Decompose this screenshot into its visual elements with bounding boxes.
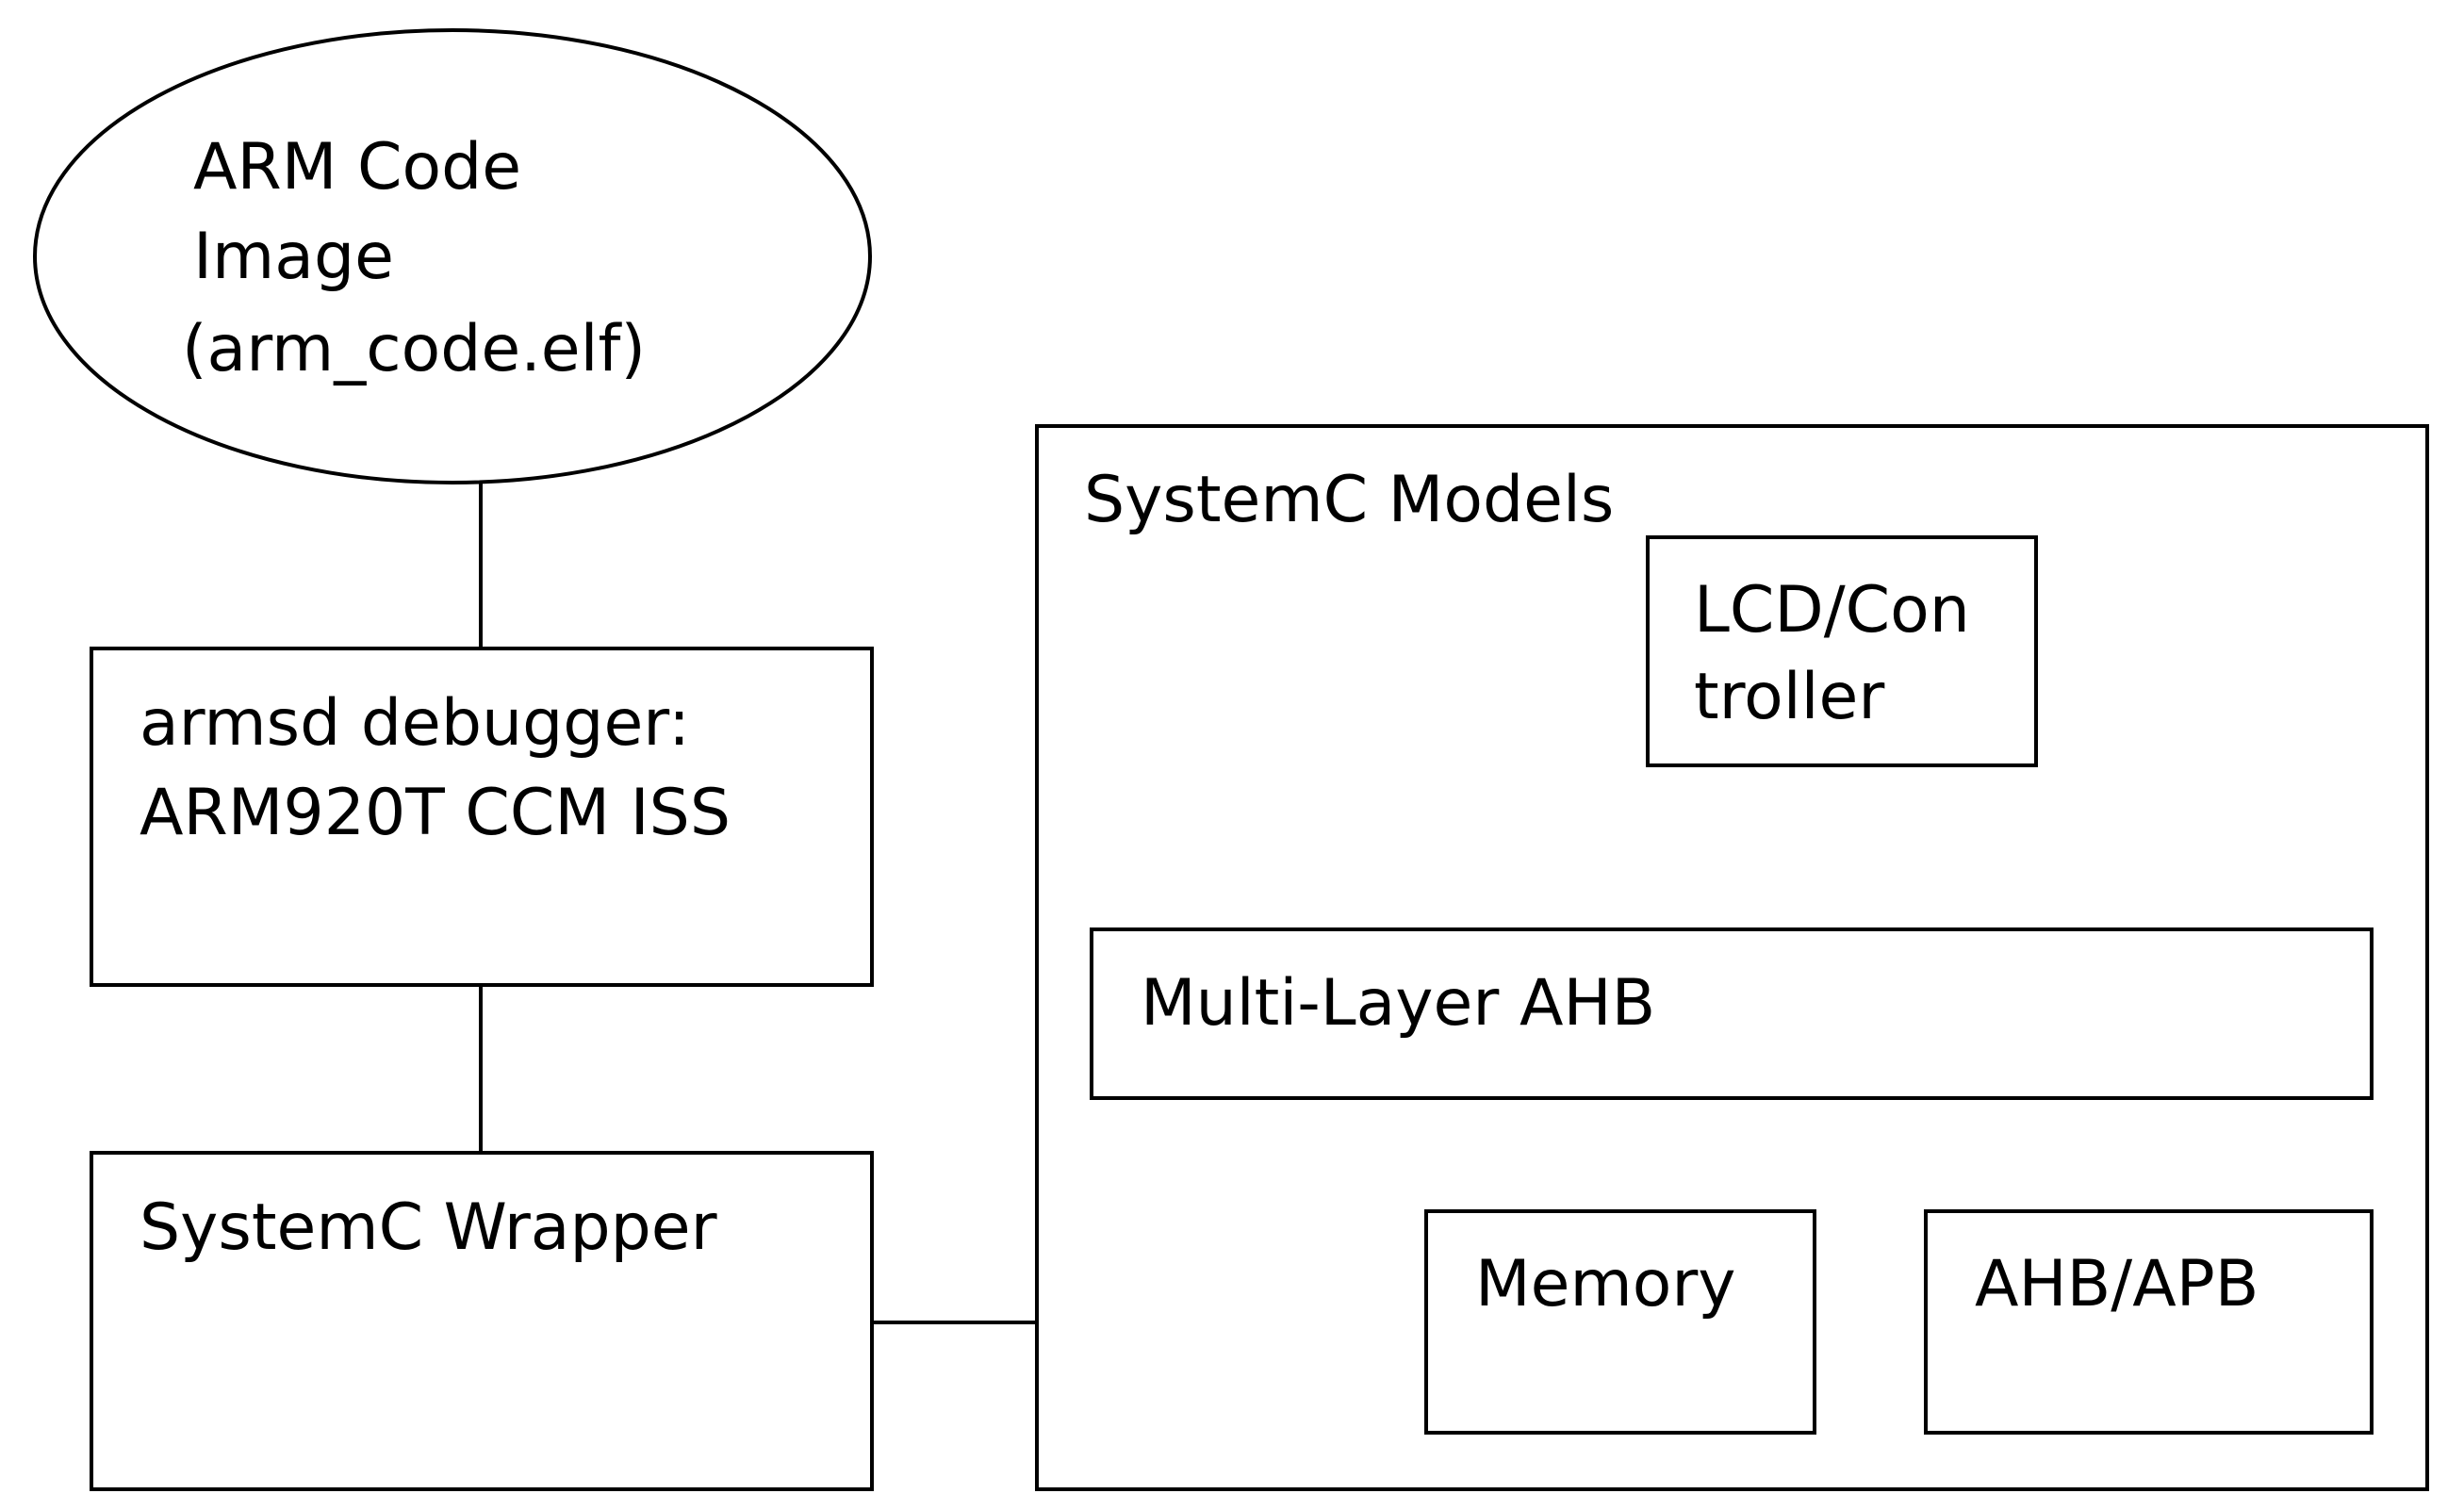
- code-image-line-2: Image: [193, 220, 394, 294]
- wrapper-line-1: SystemC Wrapper: [140, 1190, 717, 1265]
- debugger-line-1: armsd debugger:: [140, 686, 690, 761]
- arm-code-image-node: ARM Code Image (arm_code.elf): [33, 28, 872, 484]
- lcd-line-2: troller: [1694, 660, 1884, 734]
- bridge-line-1: AHB/APB: [1975, 1247, 2259, 1321]
- systemc-wrapper-node: SystemC Wrapper: [90, 1151, 874, 1491]
- code-image-line-3: (arm_code.elf): [182, 312, 646, 386]
- multi-layer-ahb-node: Multi-Layer AHB: [1090, 927, 2374, 1100]
- memory-node: Memory: [1424, 1209, 1816, 1435]
- debugger-line-2: ARM920T CCM ISS: [140, 776, 731, 850]
- lcd-controller-node: LCD/Con troller: [1646, 535, 2038, 767]
- models-title: SystemC Models: [1084, 463, 1614, 537]
- lcd-line-1: LCD/Con: [1694, 573, 1970, 648]
- debugger-node: armsd debugger: ARM920T CCM ISS: [90, 647, 874, 987]
- memory-line-1: Memory: [1475, 1247, 1736, 1321]
- code-image-line-1: ARM Code: [193, 130, 521, 205]
- ahb-apb-bridge-node: AHB/APB: [1924, 1209, 2374, 1435]
- bus-line-1: Multi-Layer AHB: [1141, 966, 1655, 1041]
